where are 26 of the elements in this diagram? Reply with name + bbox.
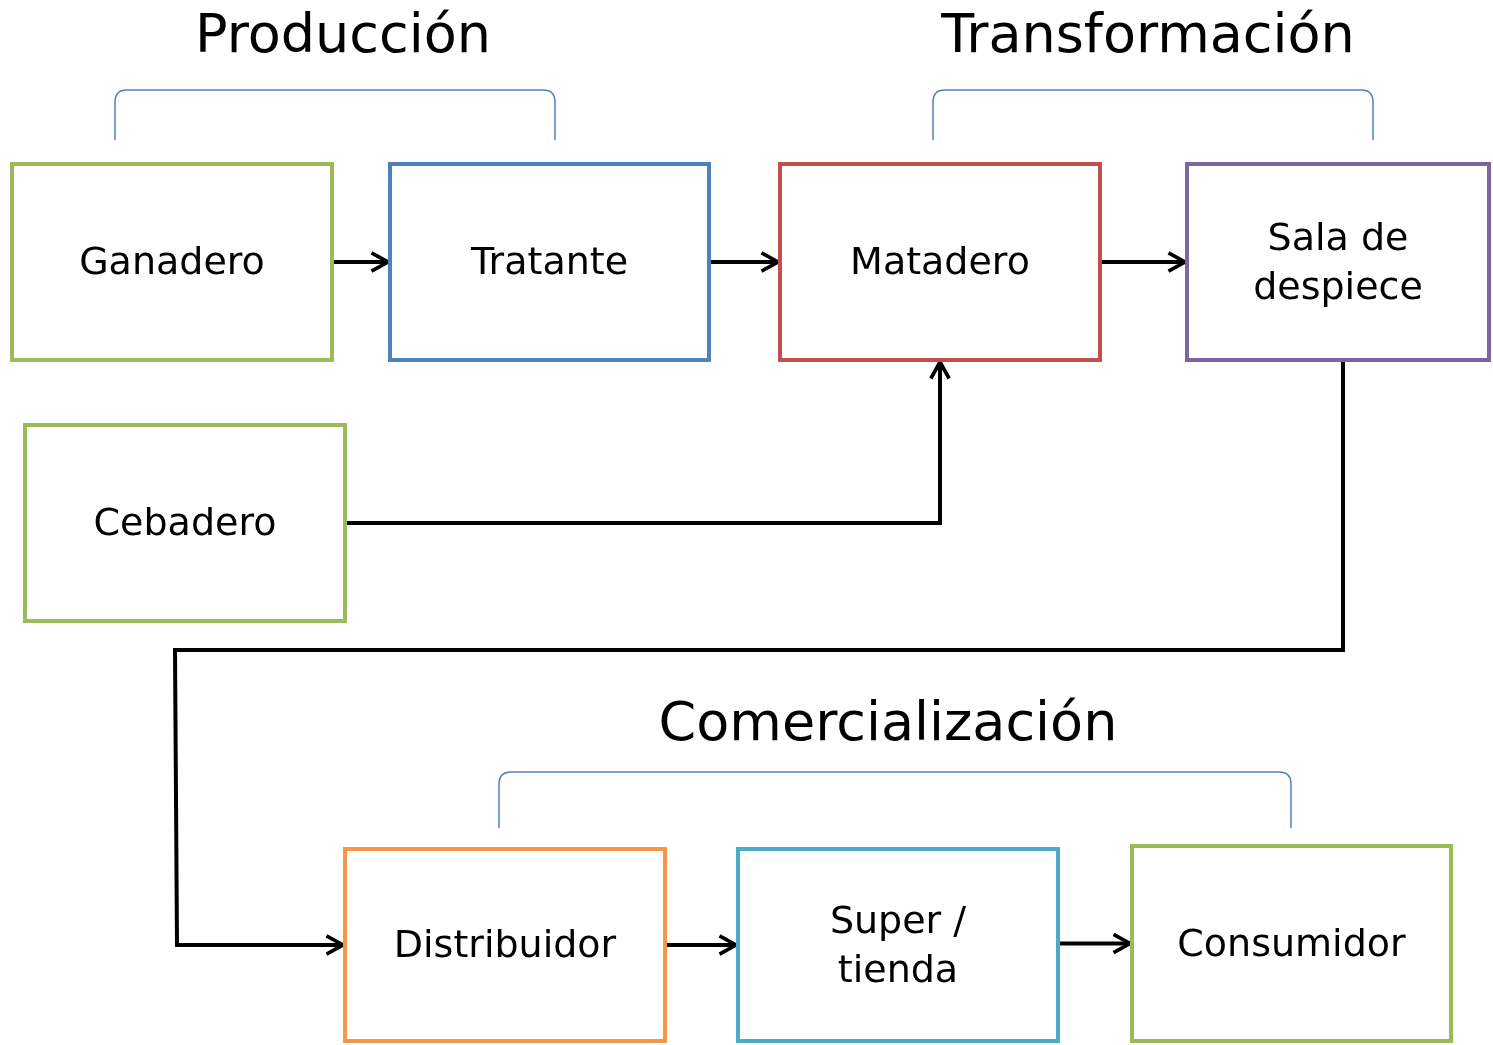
process-box xyxy=(778,162,1102,362)
arrow xyxy=(1102,251,1187,273)
process-box xyxy=(1130,844,1453,1043)
box-label: Distribuidor xyxy=(392,921,618,969)
box-label: Super / tienda xyxy=(828,896,968,993)
stage-heading: Comercialización xyxy=(658,690,1118,753)
stage-heading: Transformación xyxy=(941,2,1355,65)
process-box xyxy=(10,162,334,362)
arrow xyxy=(1060,932,1132,955)
arrow xyxy=(667,934,738,956)
box-label: Tratante xyxy=(469,238,630,286)
process-box xyxy=(23,423,347,623)
arrow xyxy=(347,360,951,525)
process-box xyxy=(736,847,1060,1043)
arrow xyxy=(334,251,390,273)
stage-heading: Producción xyxy=(195,2,491,65)
box-label: Cebadero xyxy=(92,499,278,547)
process-box xyxy=(343,847,667,1043)
arrow xyxy=(711,251,780,273)
arrow xyxy=(173,362,1345,956)
box-label: Ganadero xyxy=(78,238,266,286)
process-box xyxy=(388,162,711,362)
box-label: Matadero xyxy=(849,238,1031,286)
box-label: Consumidor xyxy=(1176,919,1407,967)
box-label: Sala de despiece xyxy=(1252,213,1424,310)
process-box xyxy=(1185,162,1491,362)
